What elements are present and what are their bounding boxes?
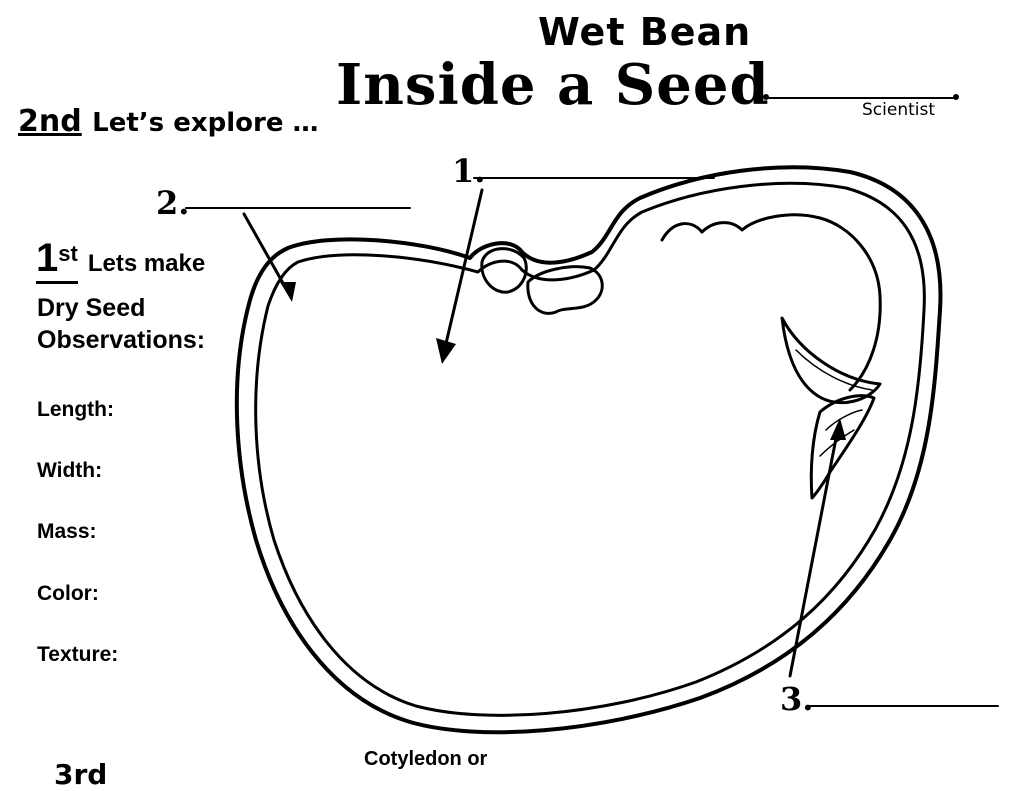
hilum: [480, 247, 528, 294]
seed-coat-inner: [254, 181, 926, 717]
seed-diagram: [185, 165, 999, 735]
radicle: [809, 394, 876, 500]
label-number-2: 2.: [156, 184, 190, 222]
step1-text: Lets make: [87, 250, 206, 277]
label-number-1: 1.: [452, 152, 486, 190]
arrow-2-head: [280, 282, 296, 302]
seed-coat-outer: [234, 165, 943, 735]
arrow-3: [788, 426, 840, 678]
step1-superscript: st: [58, 241, 78, 266]
observations-heading-line1: Dry Seed: [37, 294, 146, 322]
field-width: Width:: [37, 459, 103, 482]
arrow-1-head: [436, 338, 456, 364]
field-length: Length:: [37, 398, 114, 421]
arrow-1: [442, 188, 484, 354]
micropyle: [526, 265, 604, 315]
observations-heading: Dry Seed Observations:: [37, 292, 205, 356]
arrow-2: [242, 212, 290, 294]
arrow-3-head: [830, 418, 846, 440]
embryo-shading: [795, 349, 873, 391]
subtitle-wet-bean: Wet Bean: [538, 10, 752, 54]
page-title: Inside a Seed: [336, 52, 770, 118]
step2-heading: 2nd Let’s explore …: [18, 104, 319, 139]
cotyledon-caption: Cotyledon or: [364, 748, 488, 770]
radicle-shading: [825, 409, 863, 431]
line-endpoint-dot: [953, 94, 959, 100]
embryo-curl: [780, 316, 882, 405]
scientist-name-line[interactable]: [766, 97, 956, 99]
field-mass: Mass:: [37, 520, 97, 543]
plumule: [660, 213, 882, 392]
observations-heading-line2: Observations:: [37, 326, 206, 354]
label-number-3: 3.: [780, 680, 814, 718]
scientist-label: Scientist: [862, 100, 936, 120]
step1-heading: 1st Lets make: [36, 238, 205, 284]
step3-heading-fragment: 3rd: [54, 758, 108, 791]
line-endpoint-dot: [763, 94, 769, 100]
step1-number: 1st: [36, 238, 78, 284]
radicle-shading: [819, 429, 855, 457]
field-texture: Texture:: [37, 643, 119, 666]
step2-number: 2nd: [18, 104, 82, 139]
field-color: Color:: [37, 582, 99, 605]
step2-text: Let’s explore …: [92, 108, 319, 138]
